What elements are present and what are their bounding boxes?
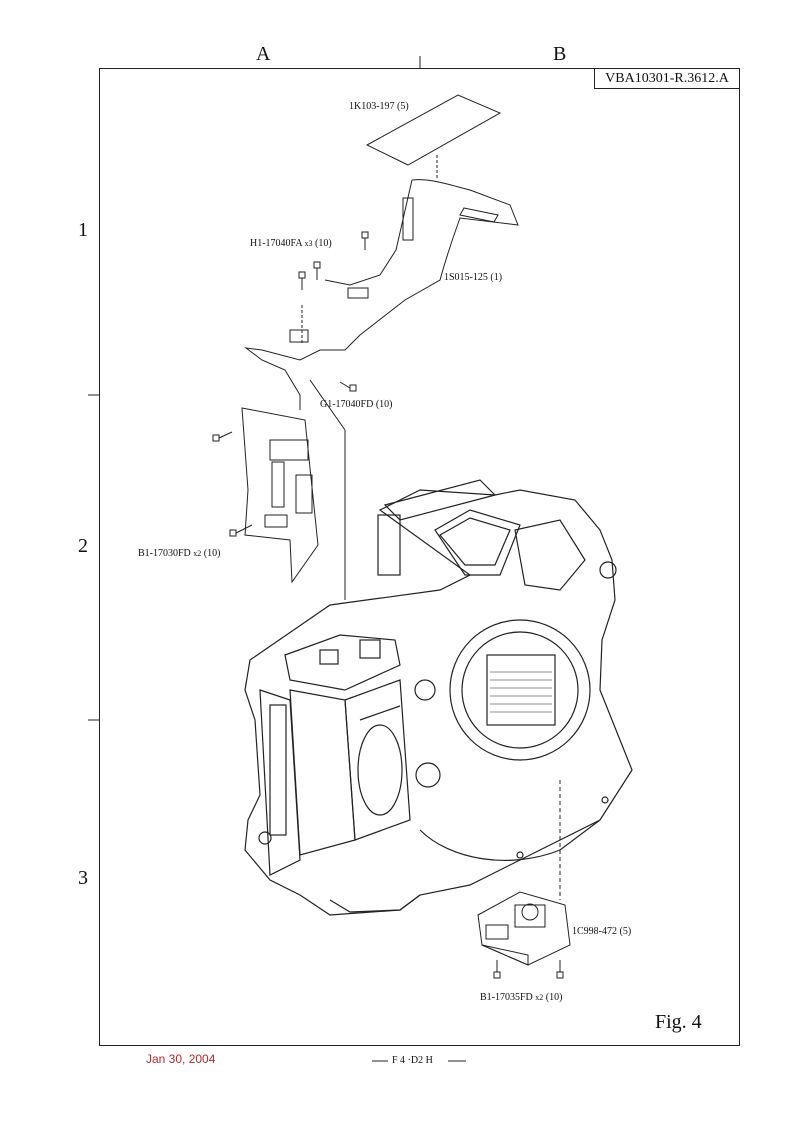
footer-date: Jan 30, 2004 xyxy=(146,1052,216,1066)
column-label-b: B xyxy=(553,43,567,65)
screw-icon xyxy=(339,381,357,392)
callout-insulation-sheet: 1K103-197 (5) xyxy=(349,101,409,112)
circuit-board-part xyxy=(241,407,319,584)
screw-icon xyxy=(556,960,564,979)
callout-screw-g1: G1-17040FD (10) xyxy=(320,399,393,410)
document-id-box: VBA10301-R.3612.A xyxy=(594,68,740,89)
screw-icon xyxy=(212,431,233,442)
flex-cable-part xyxy=(244,179,519,410)
figure-label: Fig. 4 xyxy=(655,1011,702,1033)
screw-icon xyxy=(493,960,501,979)
camera-body xyxy=(244,479,633,916)
callout-screw-h1: H1-17040FA x3 (10) xyxy=(250,238,332,249)
callout-flex-cable: 1S015-125 (1) xyxy=(444,272,503,283)
screw-icon xyxy=(229,524,253,537)
callout-screw-b1-top: B1-17030FD x2 (10) xyxy=(138,548,221,559)
footer-page-number: F 4 ·D2 H xyxy=(392,1055,433,1066)
screw-icon xyxy=(361,231,369,250)
column-label-a: A xyxy=(256,43,271,65)
row-label-1: 1 xyxy=(78,219,88,241)
screw-icon xyxy=(298,271,306,290)
insulation-sheet-part xyxy=(365,94,502,166)
switch-unit-part xyxy=(477,891,571,966)
screw-icon xyxy=(313,261,321,280)
drawing-frame xyxy=(99,68,740,1046)
row-label-3: 3 xyxy=(78,867,88,889)
callout-switch-unit: 1C998-472 (5) xyxy=(572,926,632,937)
callout-screw-b1-bottom: B1-17035FD x2 (10) xyxy=(480,992,563,1003)
row-label-2: 2 xyxy=(78,535,88,557)
